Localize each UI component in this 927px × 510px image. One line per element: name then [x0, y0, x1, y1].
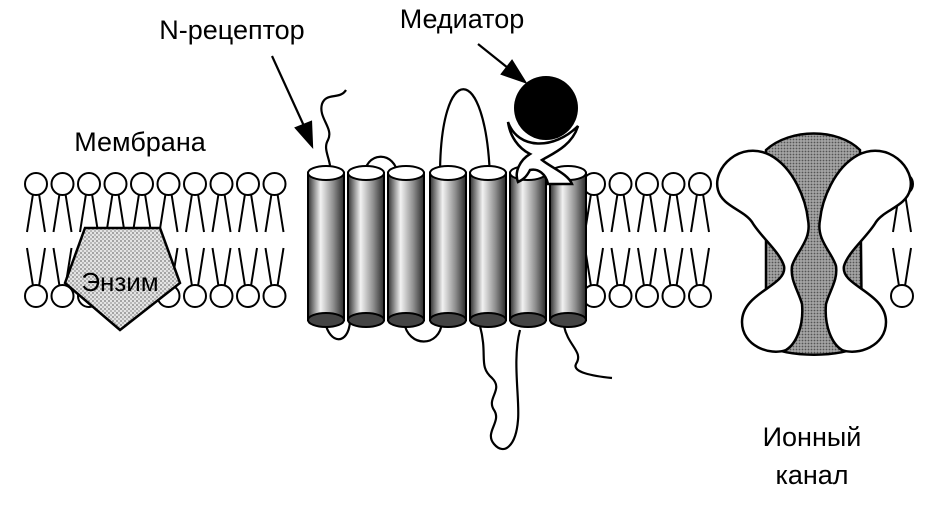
- lipid-head: [103, 172, 128, 196]
- receptor-helix: [307, 165, 345, 328]
- lipid-head: [661, 172, 686, 196]
- lipid-tail: [26, 193, 46, 233]
- lipid-tail: [26, 247, 46, 287]
- lipid-tail: [690, 193, 710, 233]
- lipid-head: [262, 172, 287, 196]
- lipid-tail: [892, 247, 912, 287]
- lipid-tail: [158, 193, 179, 233]
- lipid-head: [661, 284, 686, 308]
- lipid-tail: [663, 247, 684, 287]
- channel-label-line1: Ионный: [763, 422, 862, 452]
- lipid-tail: [79, 193, 99, 233]
- lipid-tail: [663, 193, 684, 233]
- lipid-head: [608, 284, 633, 308]
- mediator-binding-site: [506, 121, 580, 186]
- lipid-head: [236, 172, 260, 196]
- lipid-head: [50, 284, 75, 308]
- lipid-tail: [211, 247, 232, 287]
- lipid-tail: [264, 193, 285, 233]
- receptor-helix: [429, 165, 467, 328]
- lipid-tail: [610, 193, 631, 233]
- lipid-head: [688, 284, 712, 308]
- label-arrows: [270, 43, 528, 150]
- receptor-helix: [387, 165, 425, 328]
- mediator-molecule: [514, 76, 578, 140]
- lipid-tail: [105, 193, 126, 233]
- lipid-head: [209, 284, 234, 308]
- lipid-tail: [584, 193, 604, 233]
- lipid-tail: [264, 247, 285, 287]
- ion-channel: [715, 132, 913, 356]
- receptor-helices: [307, 165, 587, 328]
- lipid-head: [183, 172, 207, 196]
- lipid-tail: [690, 247, 710, 287]
- membrane-label: Мембрана: [74, 127, 206, 157]
- lipid-head: [635, 284, 659, 308]
- channel-label-line2: канал: [775, 460, 848, 490]
- receptor-label: N-рецептор: [159, 15, 304, 45]
- lipid-tail: [238, 247, 258, 287]
- mediator-label: Медиатор: [400, 4, 525, 34]
- lipid-tail: [637, 193, 657, 233]
- lipid-tail: [132, 193, 152, 233]
- enzyme-shape: [63, 226, 182, 332]
- lipid-head: [209, 172, 234, 196]
- lipid-tail: [185, 193, 205, 233]
- lipid-head: [50, 172, 75, 196]
- lipid-tail: [584, 247, 604, 287]
- lipid-tail: [238, 193, 258, 233]
- lipid-head: [130, 172, 154, 196]
- lipid-tail: [52, 193, 73, 233]
- lipid-head: [890, 284, 914, 308]
- lipid-head: [183, 284, 207, 308]
- lipid-head: [236, 284, 260, 308]
- lipid-head: [262, 284, 287, 308]
- receptor-helix: [469, 165, 507, 328]
- lipid-head: [608, 172, 633, 196]
- lipid-tail: [610, 247, 631, 287]
- lipid-head: [156, 172, 181, 196]
- lipid-head: [24, 284, 48, 308]
- lipid-head: [635, 172, 659, 196]
- receptor-helix: [549, 165, 587, 328]
- enzyme-label: Энзим: [81, 267, 158, 297]
- receptor-helix: [347, 165, 385, 328]
- lipid-tail: [185, 247, 205, 287]
- lipid-tail: [637, 247, 657, 287]
- lipid-head: [24, 172, 48, 196]
- lipid-head: [77, 172, 101, 196]
- lipid-heads: [24, 172, 914, 308]
- lipid-head: [688, 172, 712, 196]
- receptor-helix: [509, 165, 547, 328]
- lipid-tail: [211, 193, 232, 233]
